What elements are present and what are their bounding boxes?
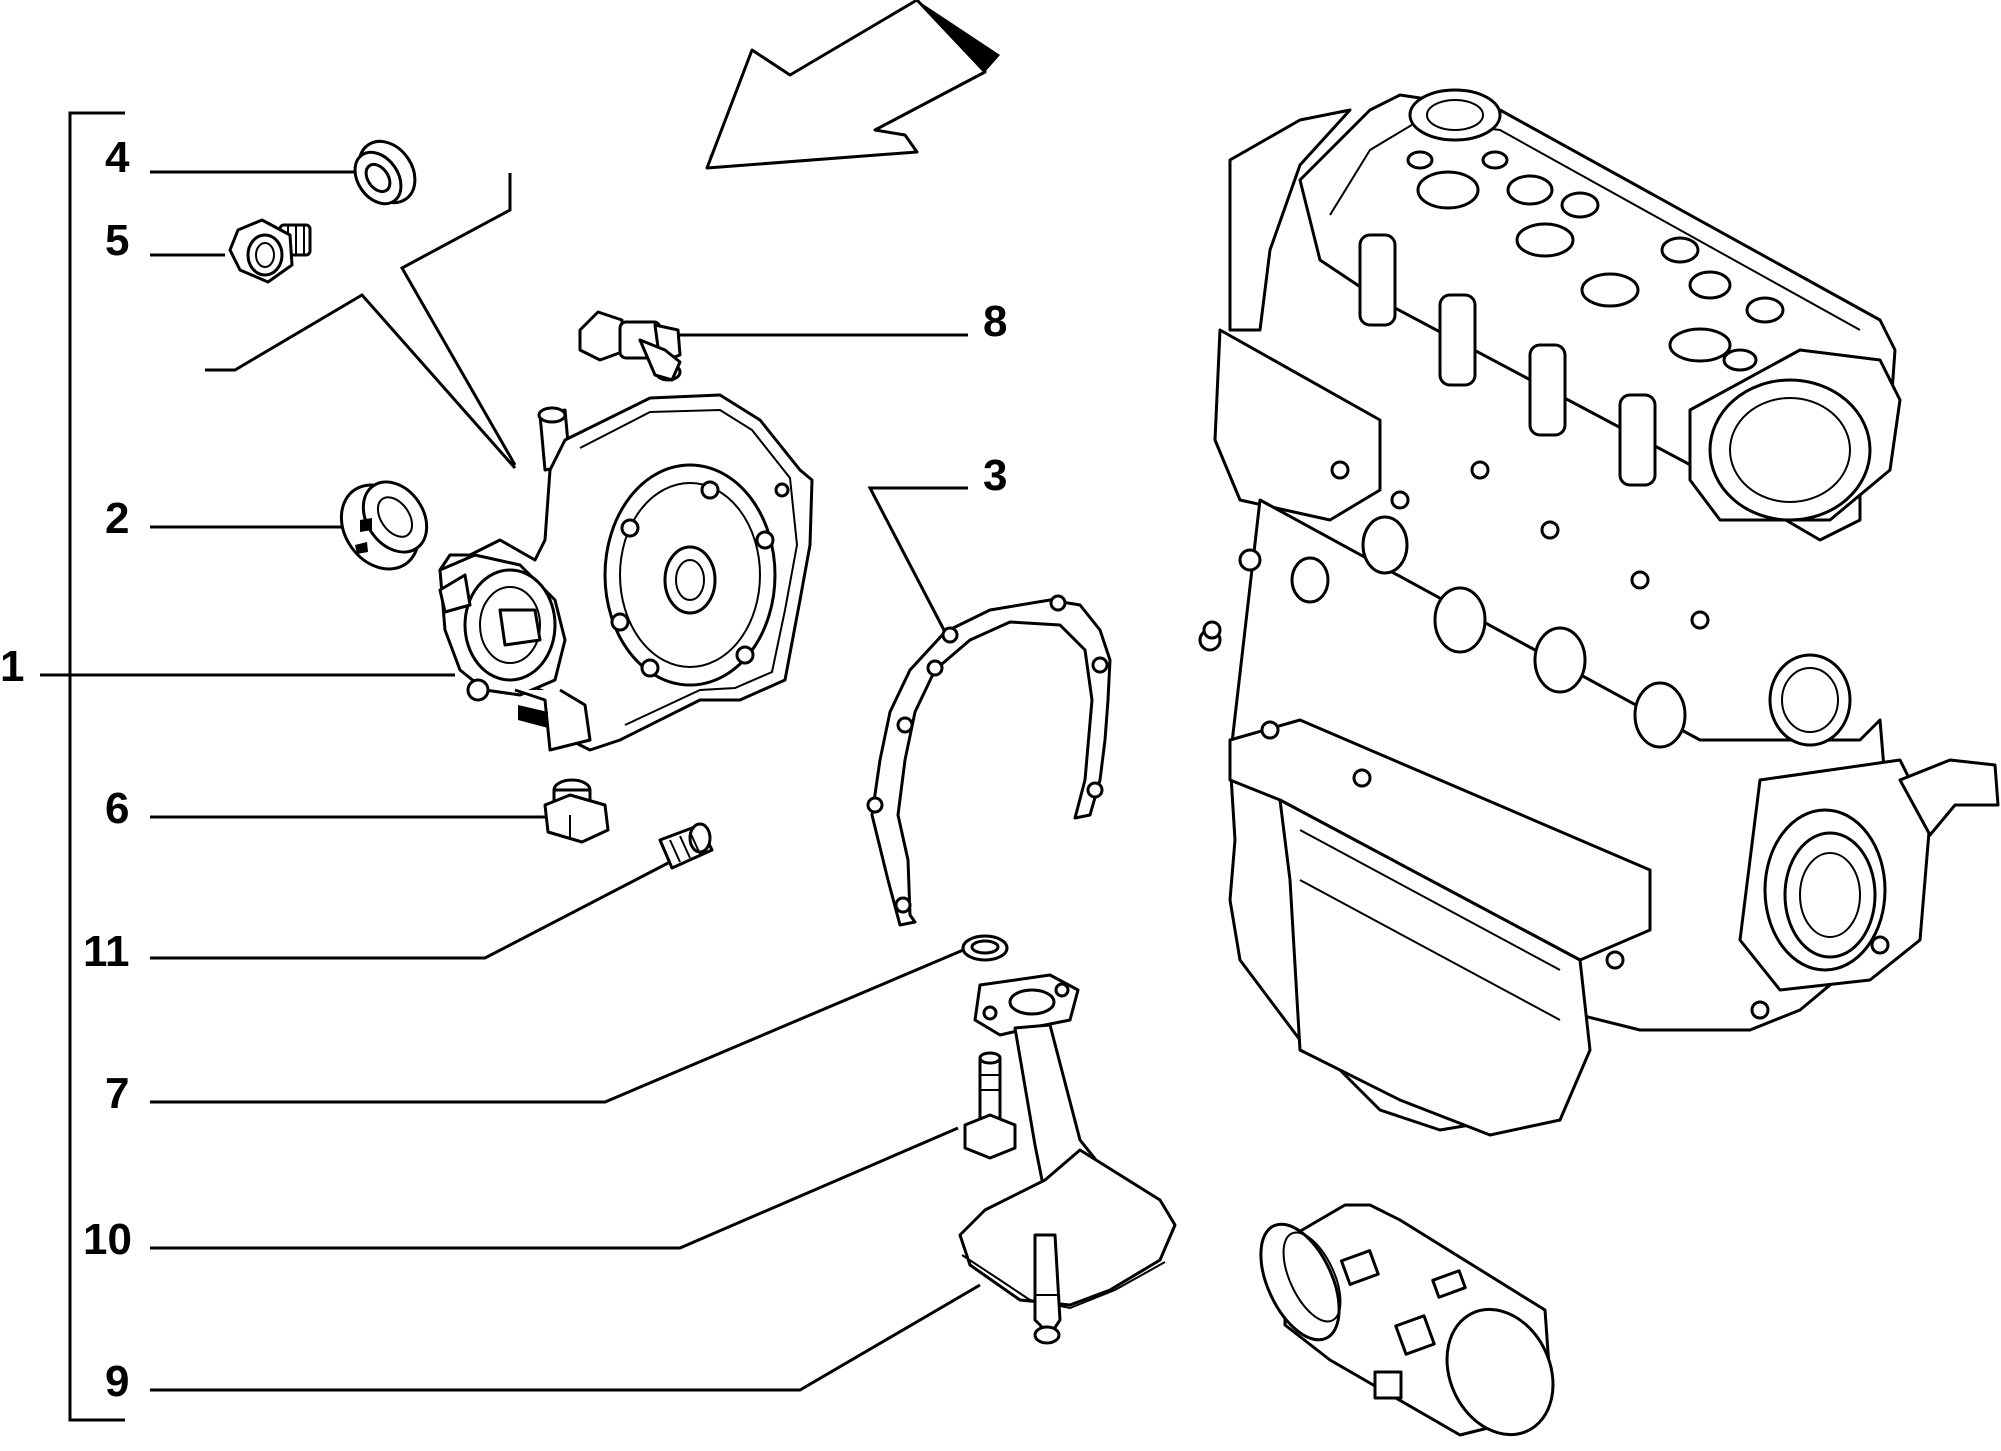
callout-6: 6 bbox=[105, 784, 129, 833]
callout-11: 11 bbox=[83, 927, 130, 976]
hex-plug-part bbox=[228, 218, 312, 284]
direction-arrow-icon bbox=[705, 0, 1000, 170]
callout-4: 4 bbox=[105, 133, 130, 182]
o-ring-part bbox=[961, 934, 1009, 962]
callout-10: 10 bbox=[83, 1215, 132, 1264]
callout-5: 5 bbox=[105, 216, 129, 265]
bushing-part bbox=[339, 480, 429, 571]
drain-plug-part bbox=[543, 778, 610, 844]
pressure-valve-part bbox=[578, 310, 682, 382]
group-bracket bbox=[68, 111, 125, 1422]
callout-labels: 4 5 2 1 6 11 7 10 9 8 3 bbox=[0, 133, 1007, 1406]
callout-8: 8 bbox=[983, 297, 1007, 346]
seal-ring-part bbox=[353, 139, 417, 206]
oil-pump-housing-part bbox=[438, 393, 814, 752]
callout-1: 1 bbox=[0, 642, 24, 691]
callout-7: 7 bbox=[105, 1069, 129, 1118]
cover-gasket-part bbox=[866, 594, 1112, 927]
oil-filter-part bbox=[1259, 1203, 1555, 1437]
engine-block-part bbox=[1198, 88, 2000, 1137]
oil-strainer-part bbox=[958, 973, 1177, 1345]
bolt-part bbox=[963, 1051, 1017, 1160]
callout-3: 3 bbox=[983, 451, 1007, 500]
callout-9: 9 bbox=[105, 1357, 129, 1406]
leader-lines bbox=[40, 170, 981, 1392]
callout-2: 2 bbox=[105, 494, 129, 543]
stud-part bbox=[658, 822, 714, 870]
